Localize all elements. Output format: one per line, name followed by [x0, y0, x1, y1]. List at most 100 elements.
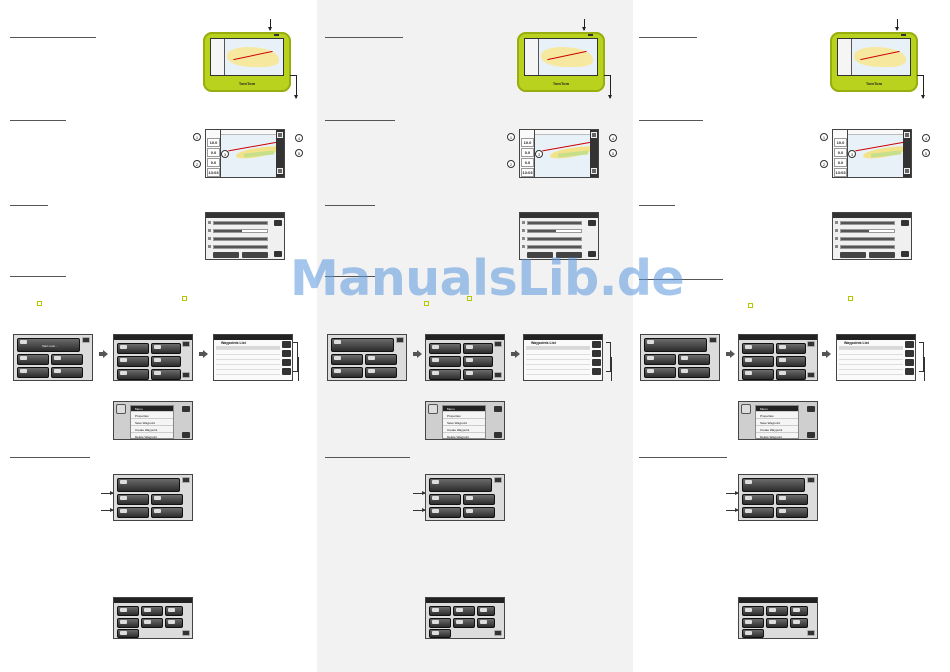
menu-tile[interactable] [742, 507, 774, 518]
list-item[interactable] [216, 371, 280, 375]
pause-button[interactable] [242, 252, 268, 258]
volume-slider[interactable] [527, 229, 582, 233]
list-item[interactable] [526, 366, 590, 370]
popup-item[interactable]: Save Waypoint [443, 420, 485, 426]
volume-slider[interactable] [840, 229, 895, 233]
menu-tile[interactable] [331, 367, 363, 378]
menu-tile[interactable] [117, 606, 139, 616]
menu-tile-wide[interactable] [429, 478, 492, 492]
gear-icon[interactable] [807, 341, 815, 347]
menu-tile[interactable] [429, 507, 461, 518]
back-button[interactable] [807, 630, 815, 636]
menu-tile[interactable] [429, 343, 461, 354]
menu-tile[interactable] [117, 507, 149, 518]
menu-tile[interactable] [117, 618, 139, 628]
back-button[interactable] [182, 630, 190, 636]
list-side-button[interactable] [282, 350, 291, 357]
pause-button[interactable] [869, 252, 895, 258]
list-side-button[interactable] [905, 368, 914, 375]
volume-slider[interactable] [840, 245, 895, 249]
stop-button[interactable] [527, 252, 553, 258]
menu-tile[interactable] [331, 354, 363, 365]
volume-slider[interactable] [213, 229, 268, 233]
back-button[interactable] [494, 372, 502, 378]
gear-icon[interactable] [709, 337, 717, 343]
volume-slider[interactable] [213, 237, 268, 241]
stop-button[interactable] [213, 252, 239, 258]
menu-tile[interactable] [165, 606, 183, 616]
menu-tile[interactable] [51, 367, 83, 378]
popup-item[interactable]: Create Waypoint [131, 427, 173, 433]
menu-tile[interactable] [742, 606, 764, 616]
side-button[interactable] [807, 406, 815, 412]
popup-item[interactable]: Save Waypoint [756, 420, 798, 426]
chart-button[interactable] [591, 168, 597, 174]
volume-slider[interactable] [527, 237, 582, 241]
menu-tile[interactable] [790, 618, 808, 628]
menu-tile[interactable] [463, 369, 493, 380]
popup-item[interactable]: Properties [756, 413, 798, 419]
popup-item[interactable]: Delete Waypoint [756, 434, 798, 439]
menu-tile[interactable] [790, 606, 808, 616]
menu-tile[interactable] [678, 354, 710, 365]
gear-icon[interactable] [494, 341, 502, 347]
list-item[interactable] [839, 366, 903, 370]
menu-tile[interactable] [742, 369, 774, 380]
side-button[interactable] [494, 432, 502, 438]
gear-icon[interactable] [588, 220, 596, 226]
list-item[interactable] [839, 371, 903, 375]
back-button[interactable] [807, 372, 815, 378]
side-button[interactable] [807, 432, 815, 438]
menu-tile[interactable] [117, 356, 149, 367]
gear-icon[interactable] [396, 337, 404, 343]
menu-tile[interactable] [463, 343, 493, 354]
menu-tile[interactable] [429, 618, 451, 628]
chart-button[interactable] [904, 132, 910, 138]
popup-item[interactable]: Delete Waypoint [131, 434, 173, 439]
menu-tile[interactable] [742, 356, 774, 367]
gear-icon[interactable] [182, 477, 190, 483]
gear-icon[interactable] [82, 337, 90, 343]
back-button[interactable] [494, 630, 502, 636]
menu-tile-wide[interactable] [331, 338, 394, 352]
volume-slider[interactable] [213, 221, 268, 225]
side-button[interactable] [182, 406, 190, 412]
list-item[interactable] [526, 361, 590, 365]
menu-tile[interactable] [141, 606, 163, 616]
back-button[interactable] [901, 251, 909, 257]
list-side-button[interactable] [592, 350, 601, 357]
menu-tile[interactable] [141, 618, 163, 628]
chart-button[interactable] [277, 132, 283, 138]
popup-item[interactable]: Save Waypoint [131, 420, 173, 426]
menu-tile[interactable] [742, 494, 774, 505]
menu-tile[interactable] [429, 494, 461, 505]
menu-tile[interactable] [776, 356, 806, 367]
popup-item[interactable]: Menu [756, 406, 798, 412]
menu-tile[interactable] [463, 356, 493, 367]
menu-tile[interactable] [742, 618, 764, 628]
popup-item[interactable]: Create Waypoint [756, 427, 798, 433]
menu-tile[interactable] [742, 343, 774, 354]
gear-icon[interactable] [182, 341, 190, 347]
gear-icon[interactable] [807, 477, 815, 483]
menu-tile[interactable] [766, 606, 788, 616]
list-side-button[interactable] [592, 359, 601, 366]
list-item[interactable] [526, 371, 590, 375]
list-side-button[interactable] [905, 341, 914, 348]
stop-button[interactable] [840, 252, 866, 258]
chart-button[interactable] [591, 132, 597, 138]
menu-tile[interactable] [117, 343, 149, 354]
menu-tile-wide[interactable] [117, 478, 180, 492]
menu-tile[interactable] [51, 354, 83, 365]
menu-tile[interactable] [644, 367, 676, 378]
chart-button[interactable] [904, 168, 910, 174]
menu-tile[interactable] [429, 606, 451, 616]
back-button[interactable] [588, 251, 596, 257]
volume-slider[interactable] [840, 237, 895, 241]
chart-button[interactable] [277, 168, 283, 174]
menu-tile[interactable] [17, 354, 49, 365]
list-item[interactable] [216, 361, 280, 365]
menu-tile[interactable] [766, 618, 788, 628]
menu-tile[interactable] [117, 494, 149, 505]
menu-tile[interactable] [17, 367, 49, 378]
